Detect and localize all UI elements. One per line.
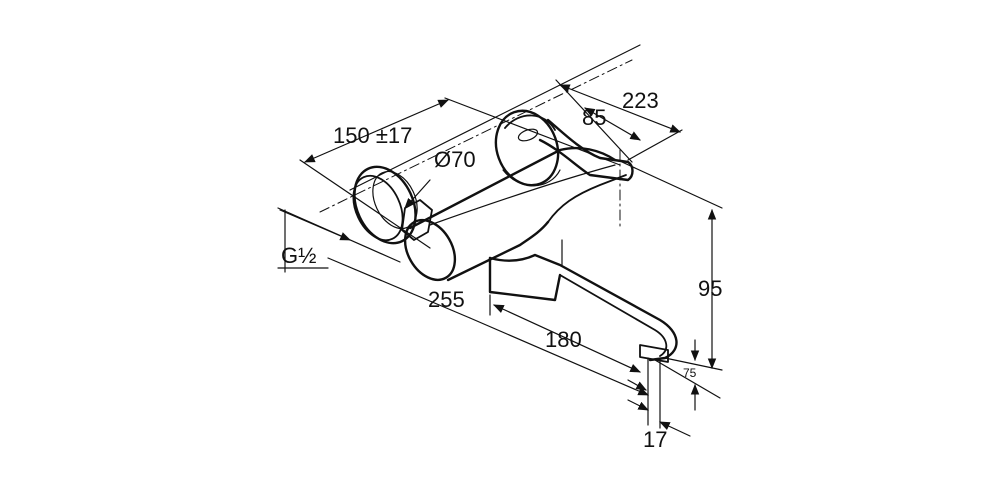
label-height-95: 95	[698, 276, 722, 301]
label-width-223: 223	[622, 88, 659, 113]
faucet-outline	[352, 109, 678, 363]
label-spout-17: 17	[643, 427, 667, 452]
label-spout-length: 180	[545, 327, 582, 352]
label-small-75: 75	[683, 366, 697, 380]
label-rosette-diameter: Ø70	[434, 147, 476, 172]
label-total-depth: 255	[428, 287, 465, 312]
dimension-lines	[279, 84, 717, 437]
label-lever-85: 85	[582, 105, 606, 130]
mixer-body	[403, 146, 627, 282]
label-thread: G½	[281, 243, 316, 268]
label-projection: 150 ±17	[333, 123, 412, 148]
extension-lines	[277, 44, 723, 429]
connector-nut	[401, 199, 433, 241]
dimension-labels: 150 ±17 Ø70 G½ 255 180 223 85 95 75 17	[277, 88, 722, 452]
spout	[488, 253, 678, 363]
lever-handle	[494, 109, 634, 187]
